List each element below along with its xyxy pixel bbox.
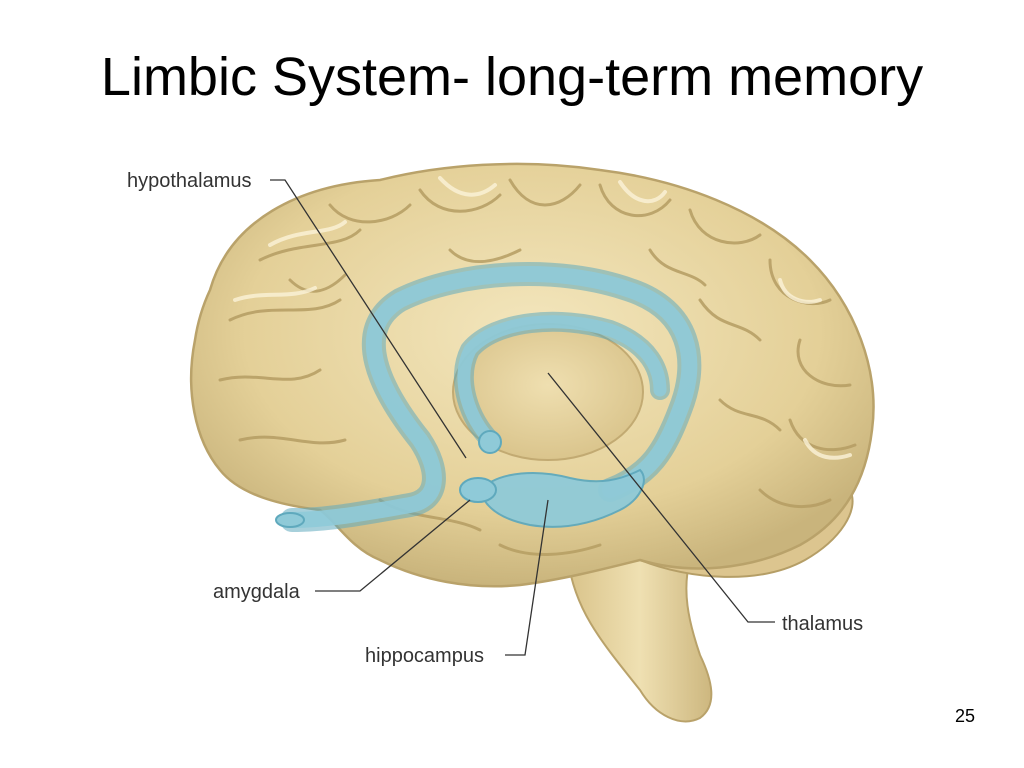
page-number: 25	[954, 706, 975, 726]
label-hippocampus: hippocampus	[365, 645, 484, 667]
limbic-structures	[280, 261, 702, 532]
slide-title: Limbic System- long-term memory	[100, 47, 924, 107]
mammillary-bulb	[478, 430, 502, 454]
brain-stem	[566, 559, 713, 723]
brain-gyri	[218, 178, 857, 556]
leader-lines	[270, 179, 775, 656]
olfactory-tip	[275, 512, 305, 528]
brain-highlights	[233, 176, 852, 460]
label-thalamus: thalamus	[782, 613, 863, 635]
label-hypothalamus: hypothalamus	[127, 170, 252, 192]
amygdala-shape	[459, 477, 497, 503]
label-amygdala: amygdala	[213, 581, 301, 603]
